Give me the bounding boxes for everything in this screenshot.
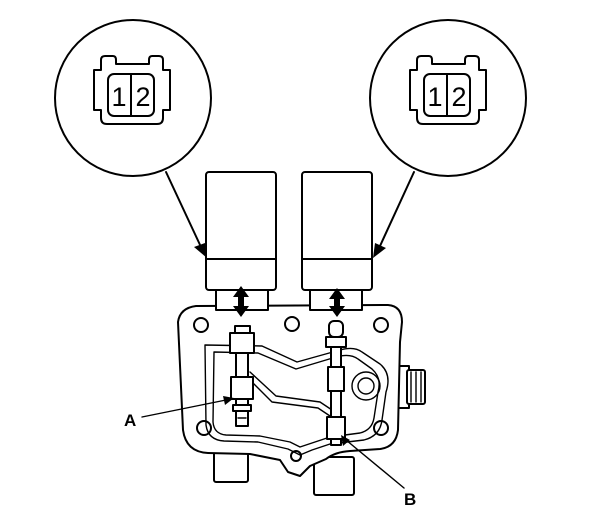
leader-arrow-left (165, 171, 207, 258)
valve-b (325, 320, 347, 446)
connector-detail-left: 1 2 (54, 19, 212, 177)
travel-arrow-left (233, 286, 249, 317)
connector-detail-right: 1 2 (369, 19, 527, 177)
callout-a: A (124, 396, 234, 430)
mounting-holes (193, 316, 389, 462)
pin-1-label-right: 1 (427, 82, 442, 112)
valve-a (229, 325, 255, 427)
pin-2-label-left: 2 (135, 82, 150, 112)
valve-body (177, 304, 426, 496)
solenoid-left (205, 171, 277, 311)
pin-1-label-left: 1 (111, 82, 126, 112)
callout-b-label: B (404, 490, 416, 509)
connector-housing-left (93, 55, 171, 125)
travel-arrow-right (329, 288, 345, 317)
solenoid-right (301, 171, 373, 311)
callout-a-label: A (124, 411, 136, 430)
connector-housing-right (409, 55, 487, 125)
pin-2-label-right: 2 (451, 82, 466, 112)
side-bolt (396, 365, 426, 409)
callout-b: B (341, 435, 416, 509)
leader-arrow-right (373, 171, 415, 258)
detail-circle-left (54, 19, 212, 177)
detail-circle-right (369, 19, 527, 177)
